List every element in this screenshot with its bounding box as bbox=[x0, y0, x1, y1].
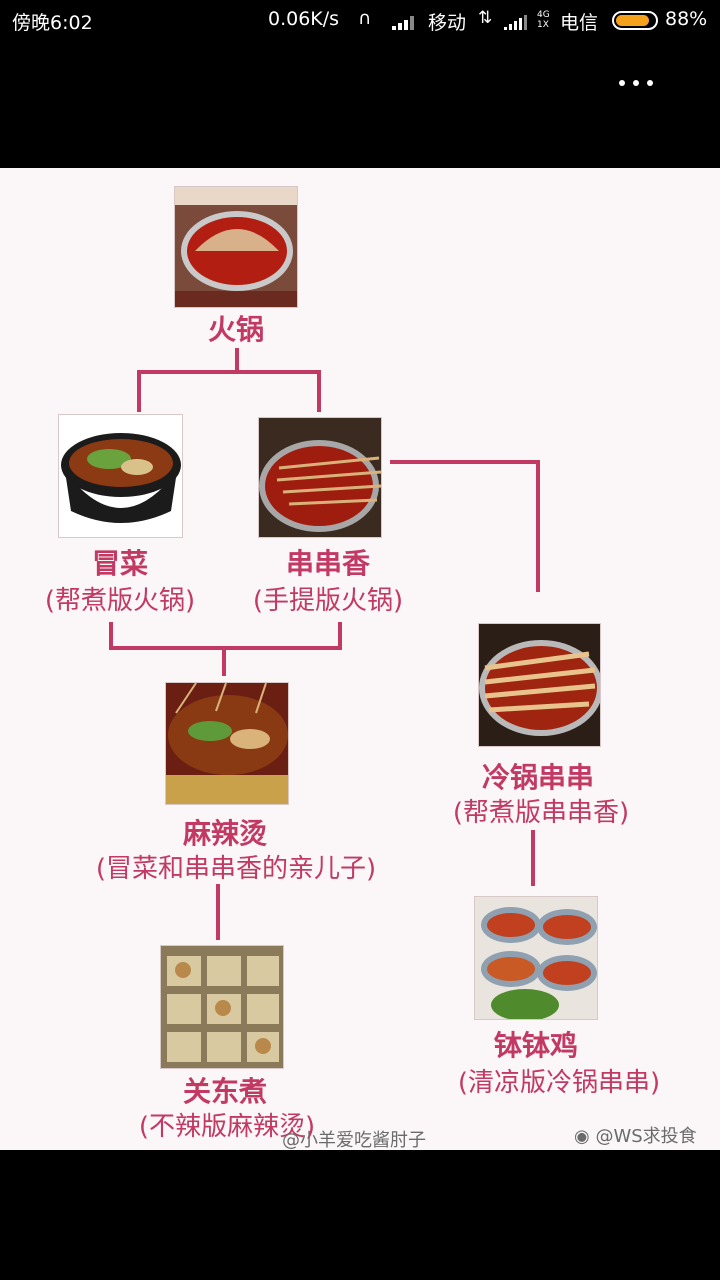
more-options-button[interactable] bbox=[606, 68, 666, 98]
weibo-icon: ◉ bbox=[574, 1126, 590, 1147]
headset-icon: ∩ bbox=[358, 8, 372, 29]
label-malatang: 麻辣烫 bbox=[182, 817, 267, 850]
connector-chuanchuan-to-lengguo bbox=[390, 460, 540, 592]
status-carrier-2: 电信 bbox=[560, 12, 599, 34]
subtitle-lengguochuanchuan: (帮煮版串串香) bbox=[452, 798, 630, 828]
label-maocai: 冒菜 bbox=[91, 547, 148, 580]
battery-icon bbox=[612, 11, 658, 30]
subtitle-bobo-ji: (清凉版冷锅串串) bbox=[457, 1068, 661, 1098]
signal-icon bbox=[392, 16, 414, 30]
label-bobo-ji: 钵钵鸡 bbox=[493, 1029, 578, 1062]
status-carrier-1: 移动 bbox=[428, 12, 467, 34]
subtitle-malatang: (冒菜和串串香的亲儿子) bbox=[95, 854, 377, 884]
battery-percent: 88% bbox=[665, 8, 708, 30]
subtitle-chuanchuanxiang: (手提版火锅) bbox=[252, 586, 404, 616]
label-huoguo: 火锅 bbox=[207, 313, 264, 346]
connector-lines bbox=[109, 348, 540, 940]
bottom-bar bbox=[0, 1150, 720, 1280]
image-viewer[interactable]: 火锅 冒菜 (帮煮版火锅) 串串香 (手提版火锅) 冷锅串串 (帮煮版串串香) … bbox=[0, 168, 720, 1150]
status-bar: 傍晚6:02 0.06K/s ∩ 移动 ⇅ 4G 1X 电信 88% bbox=[0, 0, 720, 40]
subtitle-guandongzhu: (不辣版麻辣烫) bbox=[138, 1112, 316, 1142]
app-bar bbox=[0, 40, 720, 168]
status-net-speed: 0.06K/s bbox=[268, 8, 340, 30]
photo-chuanchuanxiang bbox=[258, 417, 382, 538]
connector-huoguo-split bbox=[137, 348, 321, 412]
signal-icon-2 bbox=[504, 15, 527, 30]
status-time: 傍晚6:02 bbox=[12, 12, 93, 34]
subtitle-maocai: (帮煮版火锅) bbox=[44, 586, 196, 616]
label-lengguochuanchuan: 冷锅串串 bbox=[481, 761, 594, 794]
connector-merge-to-malatang bbox=[109, 622, 342, 676]
data-transfer-icon: ⇅ bbox=[478, 8, 493, 28]
watermark-left: @小羊爱吃酱肘子 bbox=[282, 1130, 426, 1150]
photo-bobo-ji bbox=[474, 896, 598, 1020]
label-guandongzhu: 关东煮 bbox=[182, 1075, 267, 1108]
battery-level bbox=[616, 15, 650, 26]
label-chuanchuanxiang: 串串香 bbox=[285, 547, 370, 580]
more-horizontal-icon bbox=[619, 80, 625, 86]
watermark-right: ◉ @WS求投食 bbox=[574, 1126, 697, 1147]
status-network-type: 4G 1X bbox=[537, 10, 550, 30]
photo-malatang bbox=[165, 682, 289, 805]
photo-huoguo bbox=[174, 186, 298, 308]
photo-maocai bbox=[58, 414, 183, 538]
photo-lengguochuanchuan bbox=[478, 623, 601, 747]
photo-guandongzhu bbox=[160, 945, 284, 1069]
